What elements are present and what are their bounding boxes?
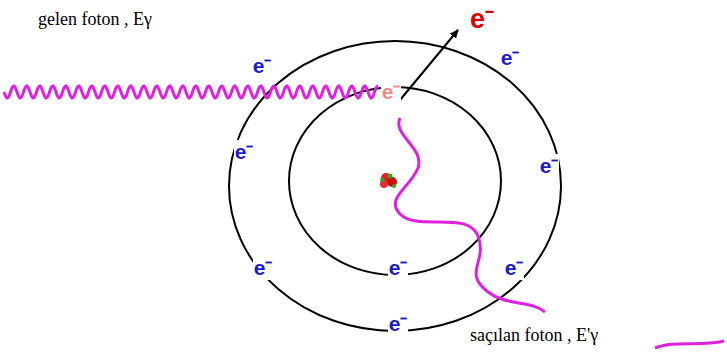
electron: e⁻	[252, 54, 273, 77]
scattered-photon-tail	[655, 341, 724, 348]
electron: e⁻	[539, 154, 560, 177]
inner-shell	[289, 87, 501, 275]
nucleus	[380, 173, 397, 188]
incoming-photon	[4, 86, 378, 98]
electron: e⁻	[388, 256, 409, 279]
scattered-photon	[395, 118, 545, 312]
electron: e⁻	[500, 46, 521, 69]
electron-vacancy: e⁻	[381, 80, 402, 103]
caption-text: gelen foton , Eγ	[38, 10, 152, 30]
caption-text: saçılan foton , E'γ	[470, 326, 598, 346]
ejected-electron: e⁻	[470, 5, 494, 35]
electron: e⁻	[504, 256, 525, 279]
electron: e⁻	[388, 312, 409, 335]
electron: e⁻	[234, 140, 255, 163]
outer-shell	[229, 41, 561, 331]
electron: e⁻	[253, 256, 274, 279]
electron-path-arrow	[400, 30, 458, 100]
